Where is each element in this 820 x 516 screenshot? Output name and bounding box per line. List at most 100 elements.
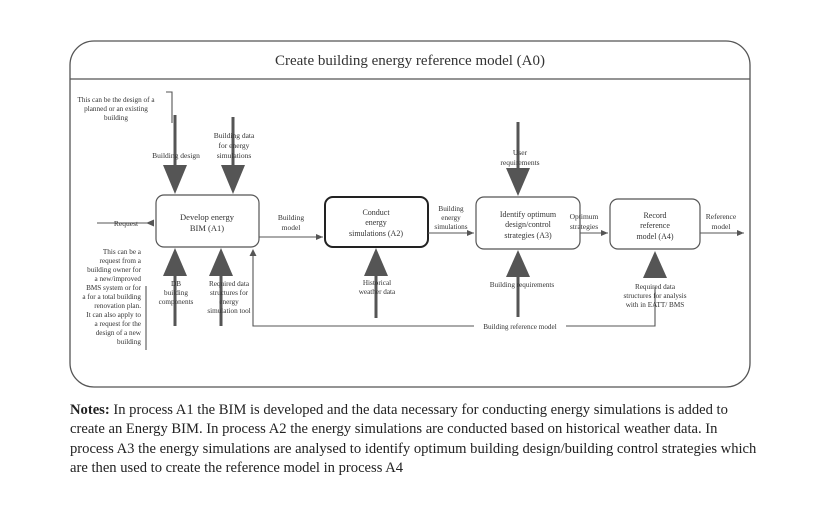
svg-text:building owner for: building owner for (87, 266, 142, 274)
svg-text:strategies (A3): strategies (A3) (504, 231, 552, 240)
svg-text:energy: energy (365, 218, 387, 227)
building-design-shaft (173, 115, 177, 165)
required-structures-label: Required data structures for energy simu… (207, 280, 250, 315)
svg-text:a new/improved: a new/improved (94, 275, 141, 283)
svg-text:It can also apply to: It can also apply to (86, 311, 141, 319)
optimum-strategies-label: Optimum strategies (570, 212, 599, 231)
svg-text:BMS system or for: BMS system or for (86, 284, 142, 292)
historical-weather-label: Historical weather data (359, 279, 396, 296)
svg-text:simulation tool: simulation tool (207, 307, 250, 315)
db-components-label: DB building components (159, 280, 194, 306)
svg-text:Optimum: Optimum (570, 212, 599, 221)
user-requirements-label: User requirements (500, 148, 539, 167)
process-diagram: Create building energy reference model (… (69, 40, 751, 388)
request-note: This can be a request from a building ow… (82, 248, 141, 346)
svg-text:Identify optimum: Identify optimum (500, 210, 557, 219)
svg-text:Building: Building (278, 213, 305, 222)
building-data-label: Building data for energy simulations (214, 131, 255, 160)
svg-text:for energy: for energy (219, 141, 250, 150)
svg-text:simulations (A2): simulations (A2) (349, 229, 403, 238)
building-data-shaft (231, 117, 235, 165)
svg-text:Develop energy: Develop energy (180, 212, 235, 222)
process-a3-label: Identify optimum design/control strategi… (500, 210, 557, 240)
svg-text:User: User (513, 148, 528, 157)
feedback-loop-line (252, 251, 656, 327)
historical-weather-arrowhead (364, 248, 388, 276)
svg-text:Building: Building (438, 205, 464, 213)
svg-text:DB: DB (171, 280, 181, 288)
svg-text:building: building (164, 289, 188, 297)
svg-text:Building data: Building data (214, 131, 255, 140)
required-analysis-label: Required data structures for analysis wi… (623, 283, 686, 309)
request-label: Request (114, 219, 139, 228)
svg-text:a request for the: a request for the (95, 320, 142, 328)
svg-text:Conduct: Conduct (362, 208, 390, 217)
svg-text:structures for: structures for (210, 289, 249, 297)
frame-title: Create building energy reference model (… (275, 53, 545, 69)
svg-text:planned or an existing: planned or an existing (84, 105, 148, 113)
feedback-label-bg (474, 321, 566, 331)
svg-text:model (A4): model (A4) (636, 232, 673, 241)
svg-text:request from a: request from a (99, 257, 141, 265)
svg-text:a for a total building: a for a total building (82, 293, 141, 301)
svg-text:Required data: Required data (635, 283, 676, 291)
svg-text:This can be a: This can be a (103, 248, 142, 256)
user-requirements-shaft (516, 122, 520, 168)
db-components-shaft (173, 276, 177, 326)
building-energy-sims-label: Building energy simulations (434, 205, 467, 231)
process-a1-box (155, 194, 260, 248)
process-a2-box (324, 196, 429, 248)
svg-text:components: components (159, 298, 194, 306)
svg-text:energy: energy (219, 298, 239, 306)
notes-label: Notes: (70, 402, 110, 418)
svg-text:building: building (104, 114, 128, 122)
required-analysis-arrowhead (643, 251, 667, 278)
process-a2-label: Conduct energy simulations (A2) (349, 208, 403, 238)
svg-text:Record: Record (643, 211, 666, 220)
process-a4-label: Record reference model (A4) (636, 211, 673, 241)
historical-weather-shaft (374, 276, 378, 318)
db-components-arrowhead (163, 248, 187, 276)
notes-paragraph: Notes: In process A1 the BIM is develope… (70, 401, 760, 478)
notes-text: In process A1 the BIM is developed and t… (70, 402, 757, 476)
outer-frame (69, 40, 751, 388)
design-note: This can be the design of a planned or a… (77, 96, 155, 122)
building-requirements-arrowhead (506, 250, 530, 277)
user-requirements-arrowhead (506, 168, 530, 196)
svg-text:simulations: simulations (434, 223, 467, 231)
svg-text:with in EATT/ BMS: with in EATT/ BMS (626, 301, 685, 309)
svg-text:model: model (282, 223, 301, 232)
request-arrowhead (146, 219, 154, 227)
svg-text:model: model (712, 222, 731, 231)
svg-text:energy: energy (441, 214, 461, 222)
svg-text:strategies: strategies (570, 222, 598, 231)
svg-text:This can be the design of a: This can be the design of a (77, 96, 155, 104)
process-a1-label: Develop energy BIM (A1) (180, 212, 235, 233)
process-a4-box (609, 198, 701, 250)
building-design-label: Building design (152, 151, 200, 160)
building-data-arrowhead (221, 165, 245, 194)
svg-text:design/control: design/control (505, 220, 552, 229)
required-structures-shaft (219, 276, 223, 326)
building-requirements-shaft (516, 277, 520, 317)
svg-text:Historical: Historical (363, 279, 391, 287)
svg-text:Reference: Reference (706, 212, 737, 221)
reference-model-label: Reference model (706, 212, 737, 231)
svg-text:Required data: Required data (209, 280, 250, 288)
required-structures-arrowhead (209, 248, 233, 276)
svg-text:weather data: weather data (359, 288, 396, 296)
svg-text:requirements: requirements (500, 158, 539, 167)
building-model-label: Building model (278, 213, 305, 232)
svg-text:reference: reference (640, 221, 670, 230)
svg-text:renovation plan.: renovation plan. (94, 302, 141, 310)
svg-text:simulations: simulations (217, 151, 252, 160)
svg-text:building: building (117, 338, 141, 346)
process-a3-box (475, 196, 581, 250)
svg-text:BIM (A1): BIM (A1) (190, 223, 224, 233)
design-note-bracket (166, 91, 173, 123)
svg-text:design of a new: design of a new (96, 329, 142, 337)
feedback-arrowhead (249, 249, 257, 256)
building-requirements-label: Building requirements (490, 281, 555, 289)
svg-text:structures for analysis: structures for analysis (623, 292, 686, 300)
building-reference-model-label: Building reference model (483, 323, 556, 331)
